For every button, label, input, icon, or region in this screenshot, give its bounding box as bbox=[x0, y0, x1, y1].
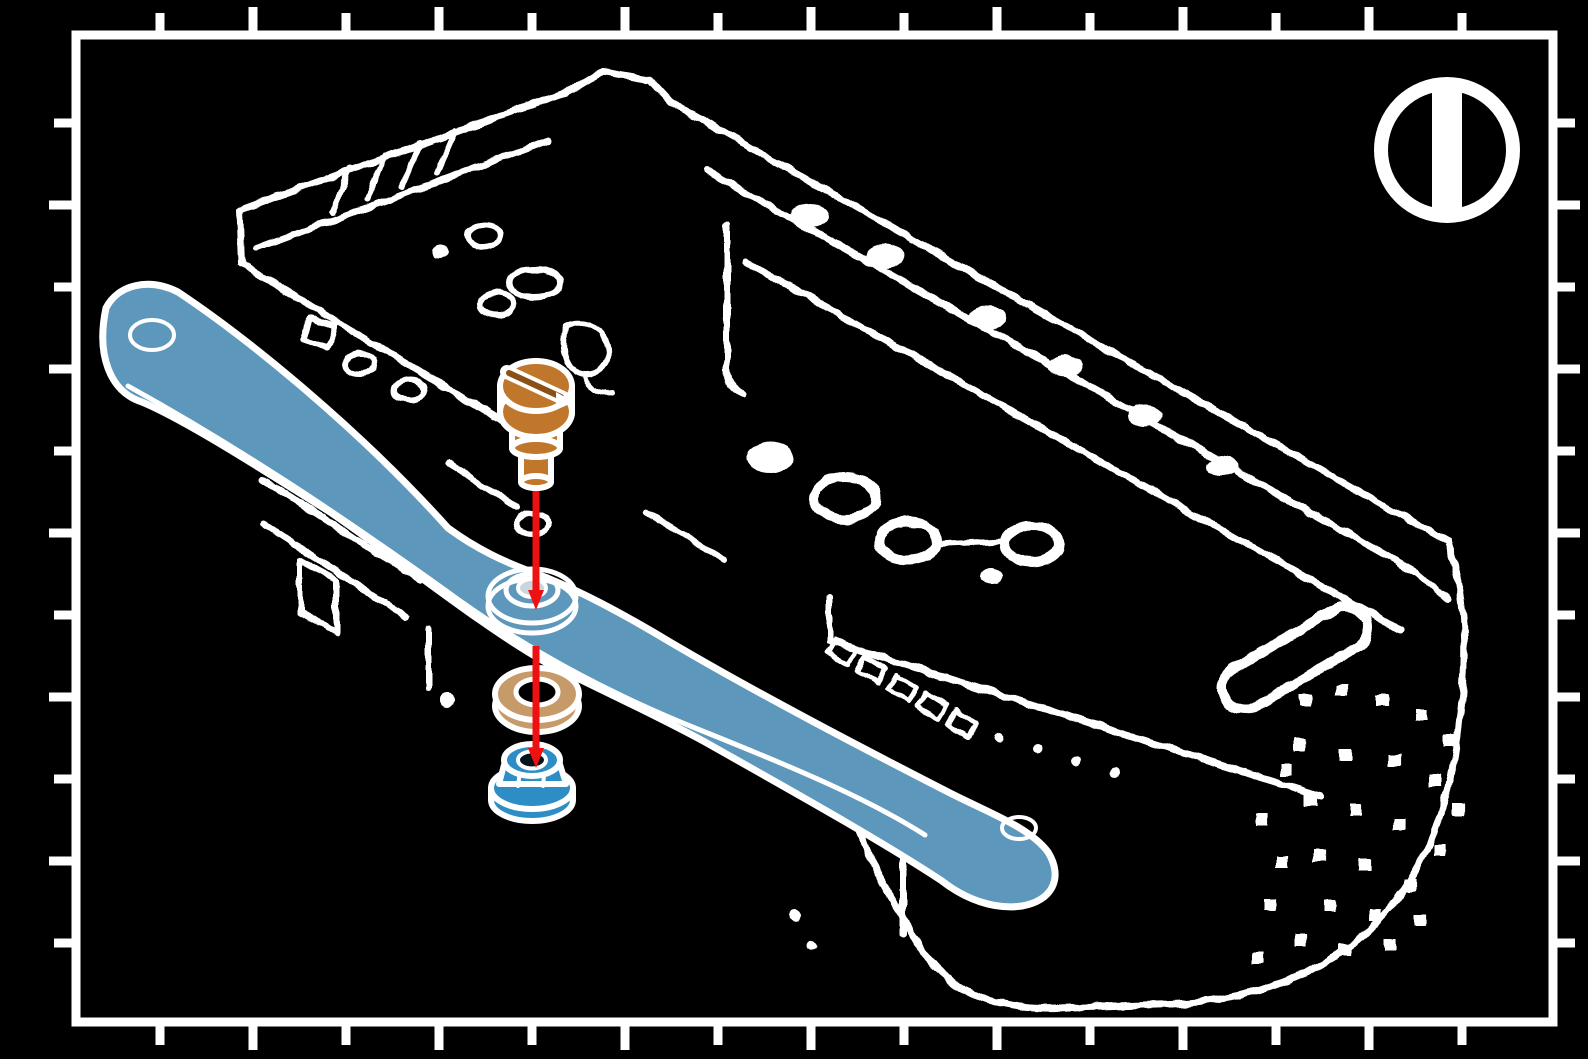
border-ticks-left bbox=[49, 118, 75, 948]
slotted-screw-head-icon bbox=[1374, 77, 1520, 223]
edge-hole-row bbox=[791, 204, 1238, 476]
d-slot-opening bbox=[1217, 601, 1373, 715]
icon-ring bbox=[1374, 77, 1520, 223]
plate-border-frame bbox=[49, 7, 1580, 1050]
screw-part bbox=[497, 358, 575, 491]
stipple-texture bbox=[1252, 684, 1465, 964]
lever-arm-body bbox=[99, 280, 1059, 911]
tooth-chain bbox=[825, 636, 1119, 778]
icon-slot-bar bbox=[1432, 88, 1462, 212]
border-ticks-bottom bbox=[155, 1023, 1467, 1050]
border-ticks-right bbox=[1554, 118, 1580, 948]
screw-slot bbox=[500, 365, 574, 410]
assembly-centerline bbox=[528, 489, 544, 768]
centerline-arrow-upper bbox=[528, 590, 544, 610]
nut-part bbox=[488, 741, 576, 824]
lever-arm-right-hole bbox=[1000, 815, 1038, 841]
machine-base-drawing bbox=[236, 68, 1468, 1012]
lever-arm-part bbox=[99, 280, 1059, 911]
border-rectangle bbox=[71, 30, 1558, 1027]
pivot-boss bbox=[485, 566, 579, 636]
centerline-arrow-lower bbox=[528, 748, 544, 768]
border-ticks-top bbox=[155, 7, 1467, 34]
rim-hatching bbox=[329, 128, 458, 215]
lever-arm-left-hole bbox=[128, 318, 176, 352]
